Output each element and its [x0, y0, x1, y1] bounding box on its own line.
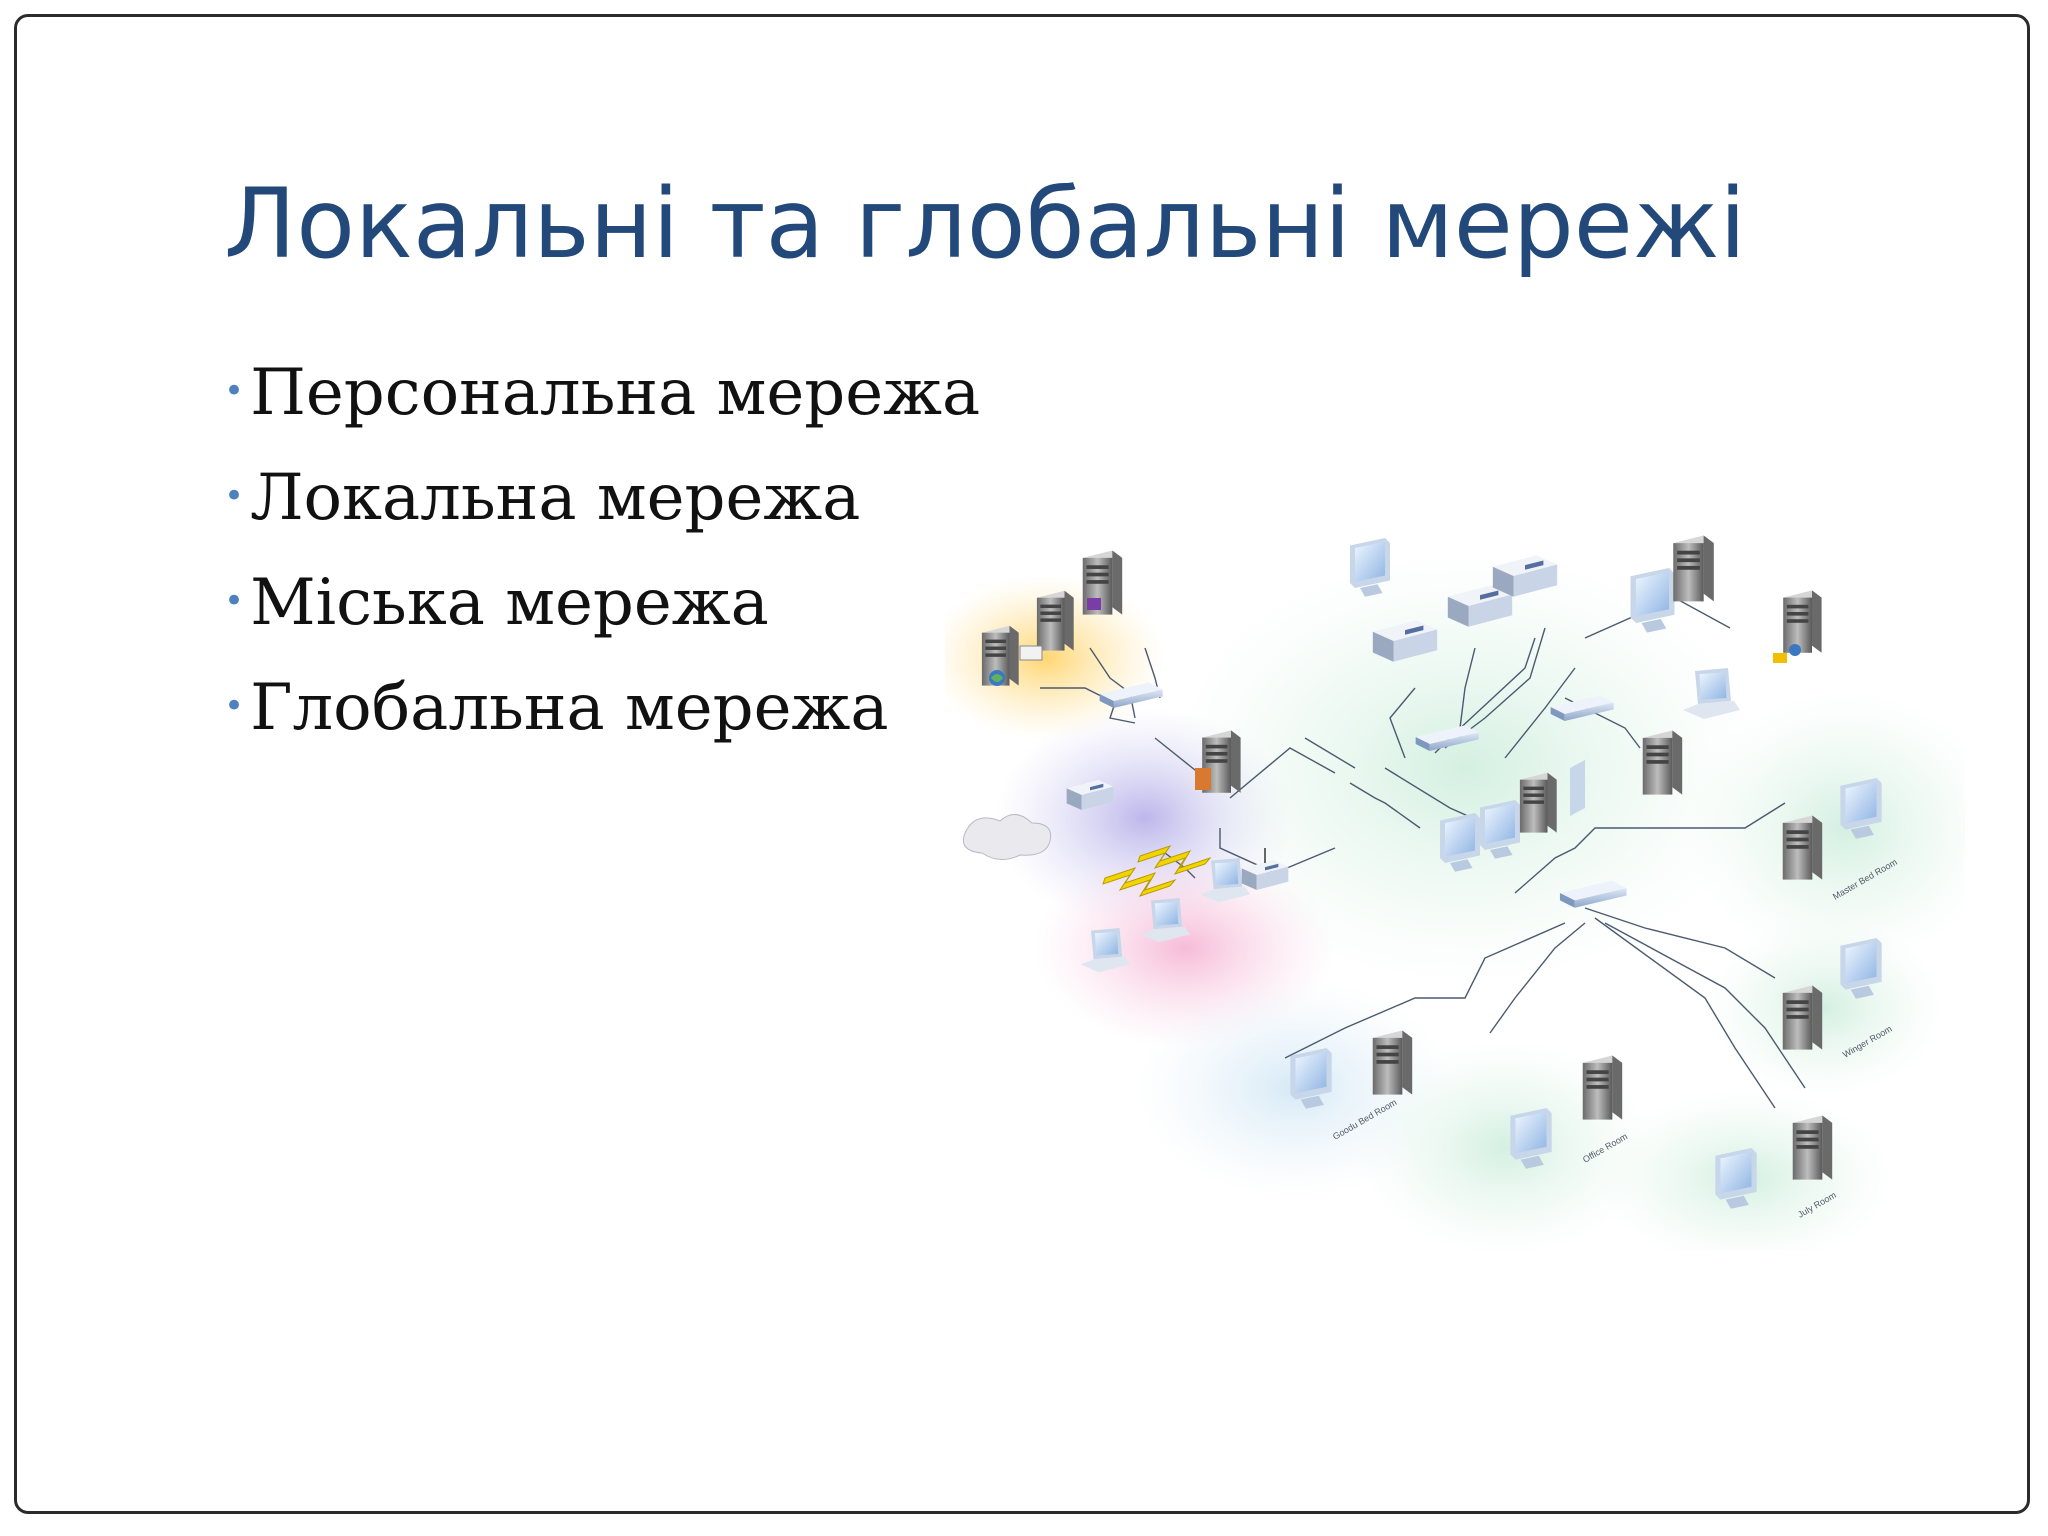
bullet-text: Міська мережа: [250, 565, 769, 640]
list-item: • Локальна мережа: [224, 445, 980, 550]
bullet-text: Локальна мережа: [250, 460, 861, 535]
bullet-icon: •: [224, 580, 245, 621]
bullet-icon: •: [224, 370, 245, 411]
bullet-list: • Персональна мережа • Локальна мережа •…: [224, 340, 980, 760]
bullet-icon: •: [224, 685, 245, 726]
list-item: • Міська мережа: [224, 550, 980, 655]
list-item: • Глобальна мережа: [224, 655, 980, 760]
bullet-text: Персональна мережа: [250, 355, 981, 430]
list-item: • Персональна мережа: [224, 340, 980, 445]
bullet-icon: •: [224, 475, 245, 516]
network-diagram: Master Bed Room Winger Room Goodu Bed Ro…: [945, 535, 1965, 1250]
slide-title: Локальні та глобальні мережі: [224, 168, 1746, 280]
bullet-text: Глобальна мережа: [250, 670, 889, 745]
